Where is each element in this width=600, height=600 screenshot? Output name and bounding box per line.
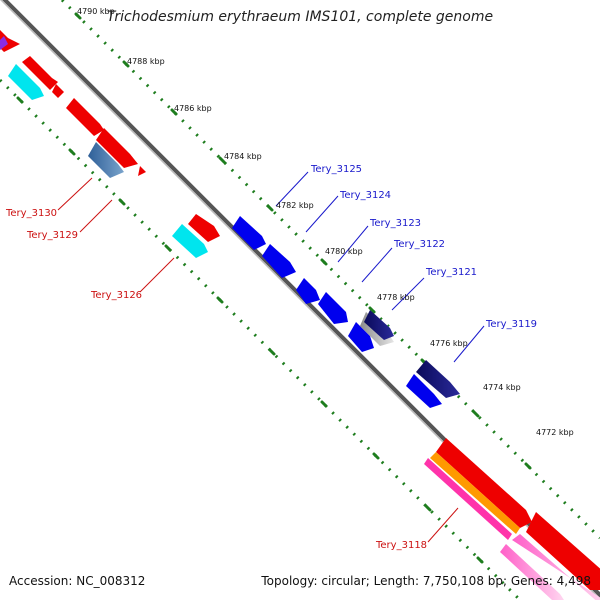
gene-arrow[interactable] <box>22 56 58 90</box>
gene-label[interactable]: Tery_3130 <box>5 208 57 219</box>
gene-label[interactable]: Tery_3124 <box>339 190 391 201</box>
gene-label[interactable]: Tery_3123 <box>369 218 421 229</box>
reverse-leaders <box>57 177 459 543</box>
gene-arrow[interactable] <box>348 322 374 352</box>
scale-label: 4784 kbp <box>224 152 262 161</box>
scale-track-outer <box>60 0 600 540</box>
gene-arrow[interactable] <box>262 244 296 278</box>
gene-arrow[interactable] <box>406 374 442 408</box>
gene-arrow[interactable] <box>436 438 532 528</box>
gene-label[interactable]: Tery_3125 <box>310 164 362 175</box>
scale-label: 4772 kbp <box>536 428 574 437</box>
topology-text: Topology: circular; Length: 7,750,108 bp… <box>261 574 591 588</box>
gene-arrow[interactable] <box>0 36 8 50</box>
gene-arrow[interactable] <box>526 512 600 590</box>
gene-arrow-pink[interactable] <box>424 458 512 540</box>
gene-arrow-pink[interactable] <box>512 534 600 600</box>
gene-arrow[interactable] <box>232 216 266 250</box>
accession-text: Accession: NC_008312 <box>9 574 146 588</box>
scale-label: 4778 kbp <box>377 293 415 302</box>
gene-label[interactable]: Tery_3118 <box>375 540 427 551</box>
gene-label[interactable]: Tery_3121 <box>425 267 477 278</box>
scale-label: 4780 kbp <box>325 247 363 256</box>
gene-arrow[interactable] <box>66 98 104 136</box>
gene-arrow[interactable] <box>0 26 20 52</box>
gene-arrow-navy[interactable] <box>416 360 460 398</box>
gene-arrow[interactable] <box>318 292 348 324</box>
scale-label: 4786 kbp <box>174 104 212 113</box>
gene-arrow[interactable] <box>96 128 138 168</box>
gene-label[interactable]: Tery_3119 <box>485 319 537 330</box>
gene-label[interactable]: Tery_3129 <box>26 230 78 241</box>
scale-label: 4790 kbp <box>77 7 115 16</box>
gene-arrow-orange[interactable] <box>430 452 520 534</box>
gene-arrow-small[interactable] <box>138 166 146 176</box>
scale-ticks <box>16 12 532 564</box>
gene-arrow[interactable] <box>296 278 320 304</box>
gene-label[interactable]: Tery_3122 <box>393 239 445 250</box>
scale-label: 4774 kbp <box>483 383 521 392</box>
scale-label: 4776 kbp <box>430 339 468 348</box>
map-title: Trichodesmium erythraeum IMS101, complet… <box>106 9 494 25</box>
gene-arrow[interactable] <box>52 84 64 98</box>
gene-arrow-navy[interactable] <box>364 310 394 340</box>
gene-arrow-teal[interactable] <box>88 142 124 178</box>
scale-label: 4788 kbp <box>127 57 165 66</box>
gene-arrow-pink[interactable] <box>500 544 564 600</box>
gene-arrow[interactable] <box>188 214 220 242</box>
scale-label: 4782 kbp <box>276 201 314 210</box>
gene-arrow-cyan[interactable] <box>8 64 44 100</box>
gene-label[interactable]: Tery_3126 <box>90 290 142 301</box>
forward-leaders <box>275 171 485 363</box>
gene-arrow-cyan[interactable] <box>172 224 208 258</box>
